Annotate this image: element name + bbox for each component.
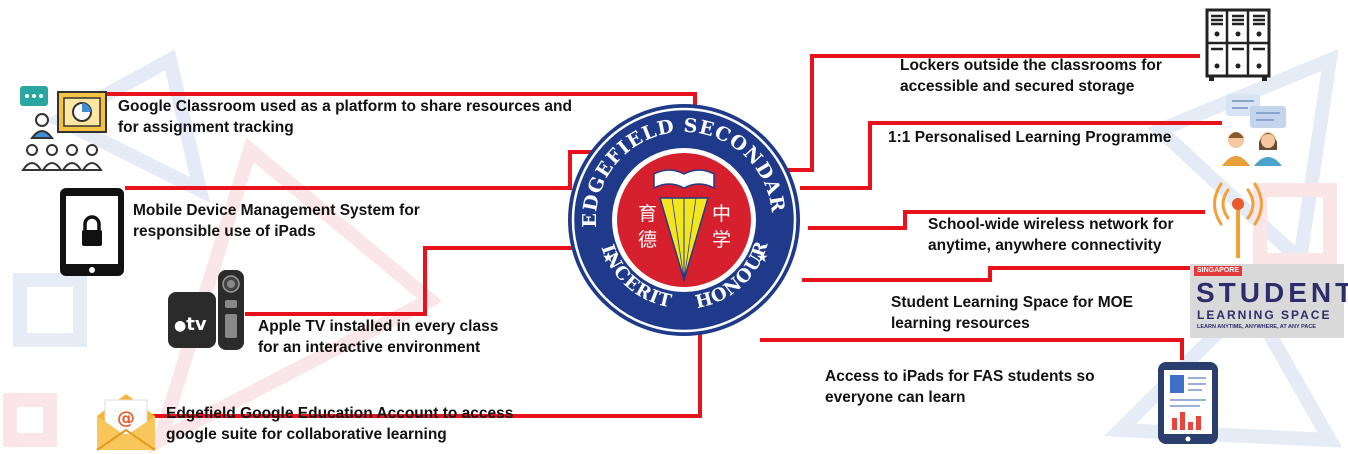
line-apple-tv — [245, 246, 588, 316]
crest-char-4: 学 — [712, 229, 731, 251]
bg-square-blue — [13, 273, 87, 347]
tablet-chart-icon — [1158, 362, 1218, 444]
bg-triangle-blue — [44, 49, 211, 203]
classroom-presentation-icon — [20, 86, 107, 171]
line-google-account — [140, 332, 702, 418]
crest-char-2: 德 — [638, 229, 657, 251]
bg-square-right — [1253, 183, 1337, 267]
people-chat-icon — [1222, 94, 1286, 166]
sls-tagline: LEARN ANYTIME, ANYWHERE, AT ANY PACE — [1197, 324, 1316, 330]
svg-text:●tv: ●tv — [174, 314, 207, 335]
label-google-account: Edgefield Google Education Account to ac… — [166, 405, 514, 443]
crest-star-left: ★ — [602, 249, 615, 265]
book-icon — [653, 169, 715, 190]
line-sls — [802, 266, 1190, 282]
line-lockers — [775, 54, 1200, 172]
school-crest: EDGEFIELD SECONDARY SINCERITY HONOUR ★ ★… — [566, 102, 800, 336]
tablet-lock-icon — [60, 188, 124, 276]
crest-char-1: 育 — [638, 203, 657, 225]
apple-tv-icon: ●tv — [168, 270, 244, 350]
line-fas — [760, 338, 1184, 360]
bg-square-red — [3, 393, 57, 447]
line-pl — [800, 121, 1222, 190]
line-mdm — [125, 150, 608, 190]
label-google-classroom: Google Classroom used as a platform to s… — [118, 98, 572, 136]
line-wireless — [808, 210, 1205, 230]
email-envelope-icon: @ — [96, 394, 156, 451]
label-pl-programme: 1:1 Personalised Learning Programme — [888, 129, 1172, 146]
crest-star-right: ★ — [756, 249, 769, 265]
sls-subtitle: LEARNING SPACE — [1197, 308, 1332, 322]
lockers-icon — [1205, 8, 1271, 81]
wireless-antenna-icon — [1213, 182, 1263, 258]
crest-char-3: 中 — [712, 203, 731, 225]
sls-tag: SINGAPORE — [1194, 266, 1243, 276]
sls-title: STUDENT — [1196, 277, 1348, 308]
svg-text:@: @ — [117, 408, 135, 429]
sls-logo: SINGAPORE STUDENT LEARNING SPACE LEARN A… — [1190, 264, 1348, 338]
